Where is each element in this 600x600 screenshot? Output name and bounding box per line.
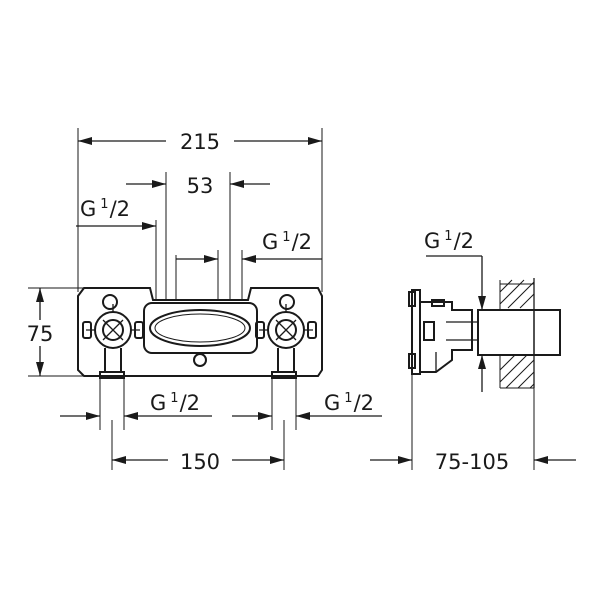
dimension-75-105: 75-105 [370,450,576,474]
dim-label-150: 150 [180,450,220,474]
front-view [77,287,323,379]
dim-label-215: 215 [180,130,220,154]
bottom-hole [193,353,207,367]
extension-lines [28,128,323,470]
side-plate [411,289,421,375]
mounting-plate [77,287,323,377]
dimension-150: 150 [112,448,284,474]
dimension-215: 215 [78,128,322,154]
side-valve-body [420,301,473,373]
center-oval [149,309,251,347]
dim-label-75: 75 [27,322,54,346]
dimension-53: 53 [126,174,270,198]
valve-right [255,304,317,373]
dim-label-53: 53 [187,174,214,198]
valve-left [82,304,144,373]
side-extension-lines [411,374,535,470]
dim-label-75-105: 75-105 [435,450,509,474]
wall-section [499,278,535,389]
wall-sleeve [477,309,561,356]
mount-hole-right [279,294,295,310]
dimension-75: 75 [22,288,58,376]
mount-hole-left [102,294,118,310]
side-view [408,278,561,389]
